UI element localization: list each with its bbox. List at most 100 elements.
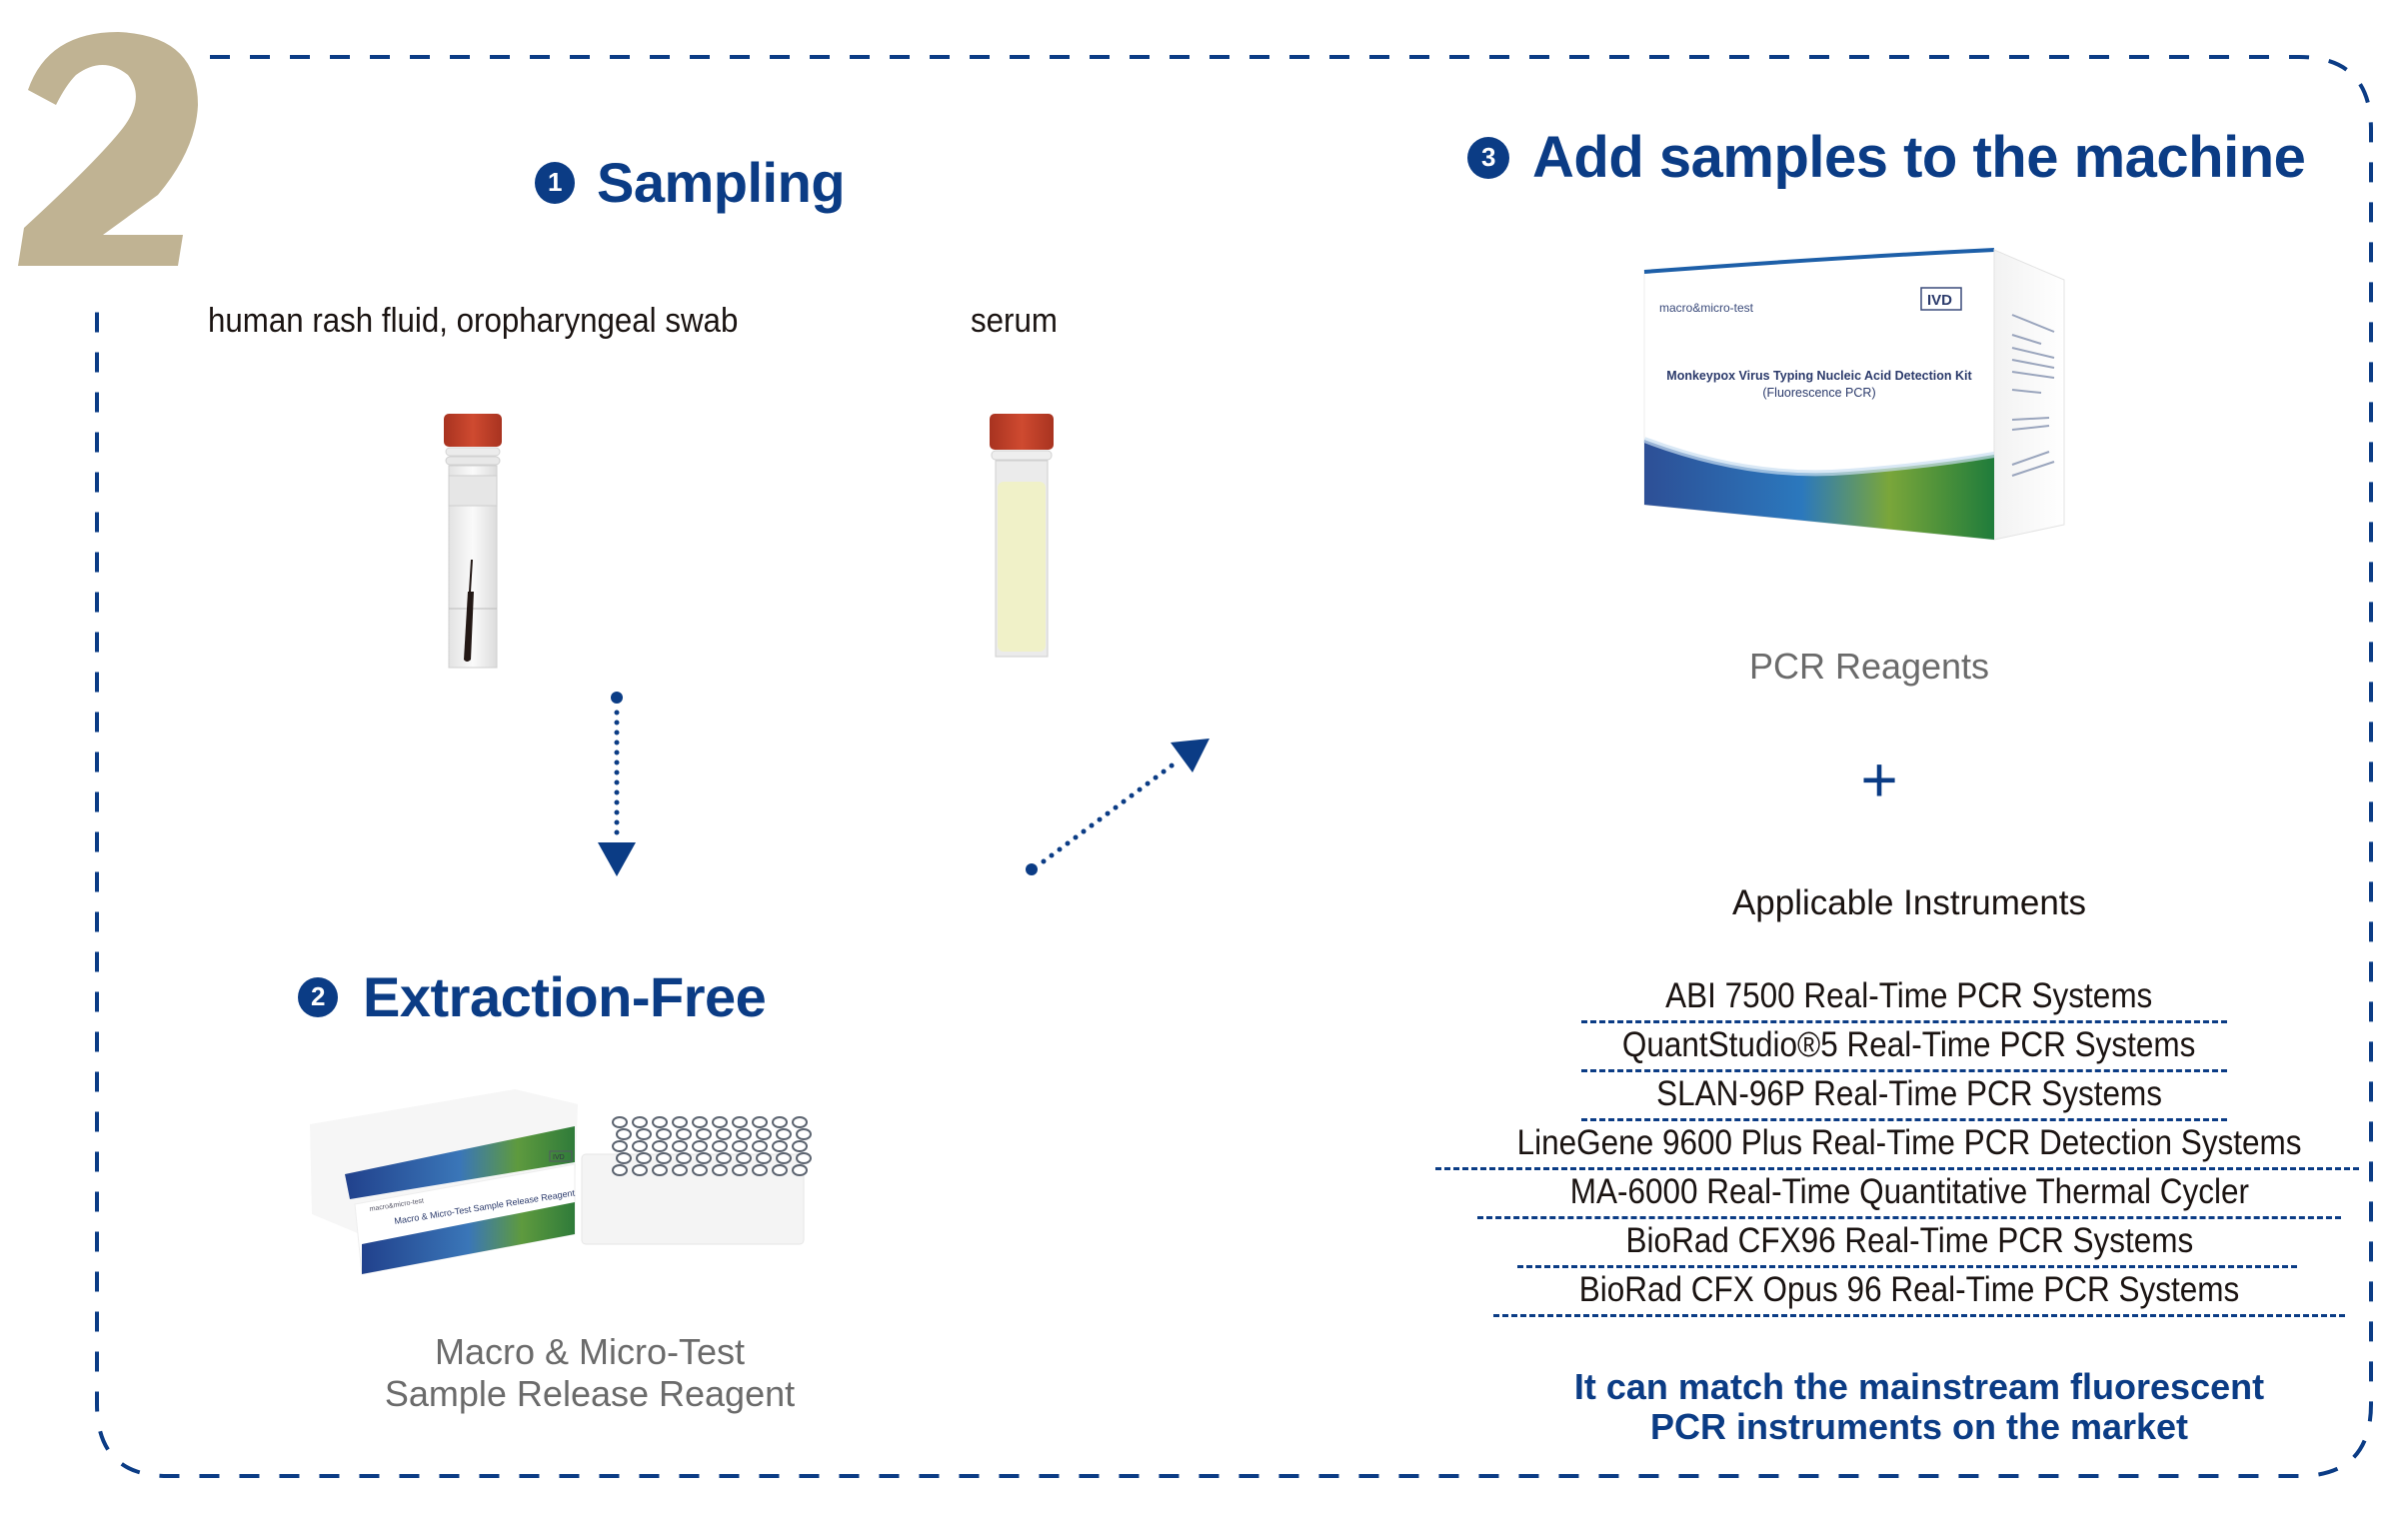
arrow-diagonal-icon [1026,739,1209,875]
rack-tube-cap [696,1128,712,1140]
rack-tube-cap [612,1116,628,1128]
rack-tube-cap [716,1152,732,1164]
step-3-title: Add samples to the machine [1532,125,2306,190]
rack-tube-cap [612,1164,628,1176]
instrument-item: BioRad CFX96 Real-Time PCR Systems [1429,1219,2389,1268]
step-2-badge: 2 [298,976,338,1017]
instrument-divider [1517,1265,2297,1268]
rack-tube-cap [732,1164,748,1176]
rack-tube-cap [692,1140,708,1152]
instrument-name: MA-6000 Real-Time Quantitative Thermal C… [1569,1172,2249,1211]
rack-tube-cap [712,1140,728,1152]
svg-text:(Fluorescence PCR): (Fluorescence PCR) [1762,386,1875,400]
instrument-divider [1477,1216,2341,1219]
instrument-item: QuantStudio®5 Real-Time PCR Systems [1429,1023,2389,1072]
instrument-divider [1435,1167,2359,1170]
rack-tube-cap [616,1128,632,1140]
sample-type-serum: serum [971,302,1058,340]
instrument-divider [1581,1118,2227,1121]
rack-tube-cap [656,1128,672,1140]
rack-tube-cap [752,1140,768,1152]
instrument-name: BioRad CFX96 Real-Time PCR Systems [1625,1221,2193,1260]
instrument-name: ABI 7500 Real-Time PCR Systems [1665,976,2153,1015]
sample-type-swab: human rash fluid, oropharyngeal swab [208,302,739,340]
rack-tube-cap [712,1116,728,1128]
instrument-name: SLAN-96P Real-Time PCR Systems [1656,1074,2162,1113]
rack-tube-cap [736,1128,752,1140]
rack-tube-cap [752,1164,768,1176]
rack-tube-cap [612,1140,628,1152]
rack-tube-cap [756,1152,772,1164]
swab-tube-icon [444,414,502,669]
instrument-name: LineGene 9600 Plus Real-Time PCR Detecti… [1516,1123,2302,1162]
rack-tube-cap [656,1152,672,1164]
pcr-kit-box-image: macro&micro-test IVD Monkeypox Virus Typ… [1642,248,2065,541]
rack-tube-cap [636,1152,652,1164]
rack-tube-cap [732,1140,748,1152]
serum-tube-icon [990,414,1054,658]
instrument-divider [1493,1314,2345,1317]
instrument-item: BioRad CFX Opus 96 Real-Time PCR Systems [1429,1268,2389,1317]
step-1-heading: 1 Sampling [535,150,846,215]
rack-tube-cap [692,1116,708,1128]
rack-tube-cap [676,1128,692,1140]
rack-tube-cap [632,1116,648,1128]
rack-tube-cap [792,1164,808,1176]
rack-tube-cap [632,1140,648,1152]
step-1-badge: 1 [535,161,575,204]
rack-tube-cap [792,1140,808,1152]
plus-icon: + [1860,744,1898,815]
rack-tube-cap [732,1116,748,1128]
rack-tube-cap [672,1116,688,1128]
sample-release-reagent-product-image: Macro & Micro-Test Sample Release Reagen… [310,1089,812,1275]
step-3-badge: 3 [1467,136,1509,179]
instrument-item: MA-6000 Real-Time Quantitative Thermal C… [1429,1170,2389,1219]
tagline-line1: It can match the mainstream fluorescent [1573,1366,2265,1407]
sample-release-caption-line2: Sample Release Reagent [384,1373,796,1414]
step-2-heading: 2 Extraction-Free [298,964,767,1029]
instrument-divider [1581,1020,2227,1023]
instrument-name: QuantStudio®5 Real-Time PCR Systems [1622,1025,2196,1064]
rack-tube-cap [672,1164,688,1176]
rack-tube-cap [772,1140,788,1152]
step-number-2: 2 [18,32,198,266]
rack-tube-cap [756,1128,772,1140]
rack-tube-cap [652,1164,668,1176]
rack-tube-cap [636,1128,652,1140]
instrument-name: BioRad CFX Opus 96 Real-Time PCR Systems [1578,1270,2240,1309]
rack-tube-cap [676,1152,692,1164]
tagline-line2: PCR instruments on the market [1649,1406,2189,1447]
rack-tube-cap [652,1140,668,1152]
step-2-title: Extraction-Free [363,965,767,1028]
rack-tube-cap [672,1140,688,1152]
applicable-instruments-heading: Applicable Instruments [1731,883,2087,922]
svg-text:IVD: IVD [553,1154,565,1161]
rack-tube-cap [792,1116,808,1128]
step-1-title: Sampling [597,151,846,214]
svg-text:Monkeypox Virus Typing Nucleic: Monkeypox Virus Typing Nucleic Acid Dete… [1666,369,1972,383]
rack-tube-cap [696,1152,712,1164]
instrument-item: SLAN-96P Real-Time PCR Systems [1429,1072,2389,1121]
rack-tube-cap [736,1152,752,1164]
rack-tube-cap [652,1116,668,1128]
instrument-item: ABI 7500 Real-Time PCR Systems [1429,974,2389,1023]
rack-tube-cap [796,1128,812,1140]
rack-tube-cap [772,1164,788,1176]
rack-tube-cap [776,1128,792,1140]
rack-tube-cap [796,1152,812,1164]
rack-tube-cap [616,1152,632,1164]
svg-text:macro&micro-test: macro&micro-test [1659,301,1754,315]
rack-tube-cap [716,1128,732,1140]
arrow-down-icon [598,692,636,876]
rack-tube-cap [632,1164,648,1176]
rack-tube-cap [752,1116,768,1128]
rack-tube-cap [772,1116,788,1128]
pcr-reagents-caption: PCR Reagents [1748,646,1990,687]
instrument-item: LineGene 9600 Plus Real-Time PCR Detecti… [1429,1121,2389,1170]
rack-tube-cap [776,1152,792,1164]
sample-release-caption: Macro & Micro-Test Sample Release Reagen… [330,1331,850,1415]
sample-release-caption-line1: Macro & Micro-Test [434,1331,746,1372]
rack-tube-cap [712,1164,728,1176]
step-3-heading: 3 Add samples to the machine [1467,124,2306,191]
